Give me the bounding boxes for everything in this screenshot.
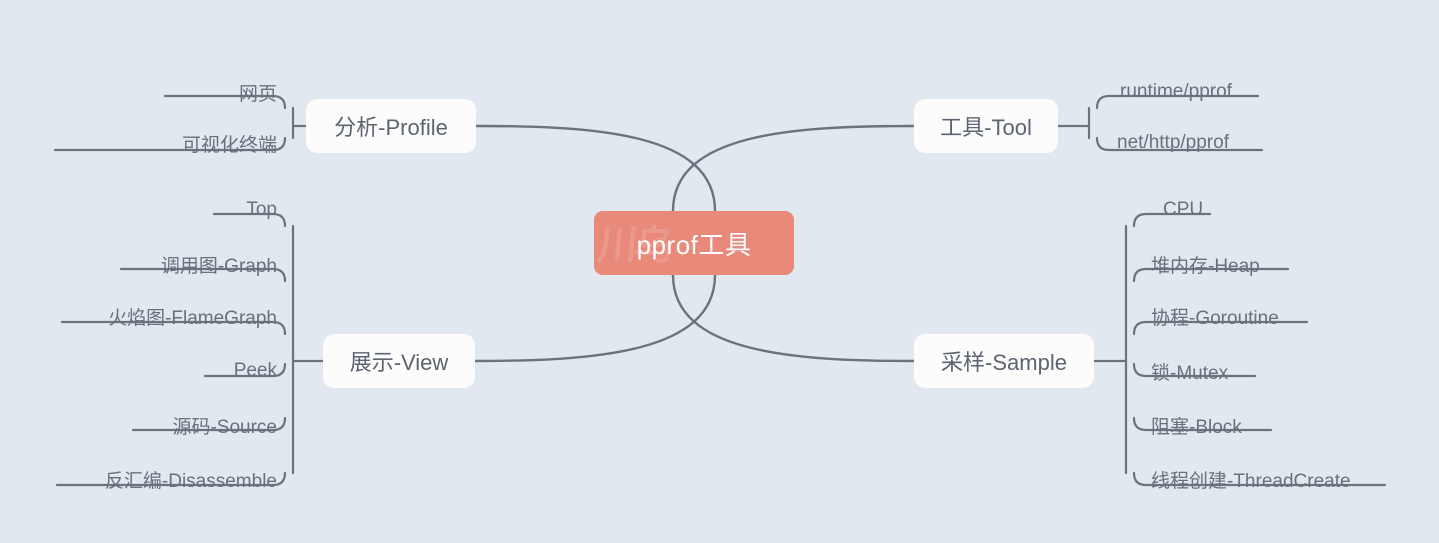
leaf-node[interactable]: CPU xyxy=(1163,193,1210,227)
leaf-node[interactable]: 调用图-Graph xyxy=(124,247,285,281)
leaf-node[interactable]: runtime/pprof xyxy=(1120,75,1258,109)
leaf-node-label: 阻塞-Block xyxy=(1151,416,1242,438)
leaf-node[interactable]: 协程-Goroutine xyxy=(1151,299,1307,333)
leaf-node[interactable]: 反汇编-Disassemble xyxy=(50,462,285,496)
leaf-node-label: Peek xyxy=(233,360,277,381)
leaf-node[interactable]: 堆内存-Heap xyxy=(1151,247,1288,281)
leaf-node[interactable]: 可视化终端 xyxy=(120,126,285,160)
leaf-node-label: 网页 xyxy=(238,83,277,105)
leaf-node-label: Top xyxy=(246,199,277,220)
branch-node-label: 工具-Tool xyxy=(940,115,1032,140)
leaf-node-label: 火焰图-FlameGraph xyxy=(108,307,277,329)
branch-node-label: 分析-Profile xyxy=(334,115,448,140)
leaf-node-label: CPU xyxy=(1163,199,1204,220)
leaf-node-label: 锁-Mutex xyxy=(1151,362,1229,384)
connector-root-to-profile xyxy=(474,124,717,213)
connector-root-to-view xyxy=(473,273,717,363)
leaf-node-label: runtime/pprof xyxy=(1120,81,1232,102)
root-node-pprof[interactable]: 川乌 pprof工具 xyxy=(594,211,794,275)
branch-node-label: 展示-View xyxy=(349,350,449,375)
leaf-node-label: 线程创建-ThreadCreate xyxy=(1151,470,1351,492)
leaf-node-label: 源码-Source xyxy=(172,416,277,438)
leaf-node[interactable]: 源码-Source xyxy=(124,408,285,442)
branch-node-label: 采样-Sample xyxy=(941,350,1067,375)
branch-node-view[interactable]: 展示-View xyxy=(323,334,475,388)
leaf-node[interactable]: 锁-Mutex xyxy=(1151,354,1255,388)
leaf-node[interactable]: 线程创建-ThreadCreate xyxy=(1151,462,1385,496)
leaf-node[interactable]: Top xyxy=(209,193,285,227)
leaf-node-label: 可视化终端 xyxy=(181,134,277,156)
leaf-node-label: net/http/pprof xyxy=(1117,132,1229,153)
leaf-node[interactable]: Peek xyxy=(201,354,285,388)
leaf-node-label: 协程-Goroutine xyxy=(1151,307,1279,329)
root-node-label: pprof工具 xyxy=(636,229,752,260)
leaf-node-label: 堆内存-Heap xyxy=(1151,255,1260,277)
leaf-node[interactable]: net/http/pprof xyxy=(1117,126,1262,160)
leaf-node-label: 调用图-Graph xyxy=(160,255,277,277)
leaf-node[interactable]: 阻塞-Block xyxy=(1151,408,1271,442)
leaf-node[interactable]: 网页 xyxy=(180,75,285,109)
branch-node-sample[interactable]: 采样-Sample xyxy=(914,334,1094,388)
leaf-node-label: 反汇编-Disassemble xyxy=(104,470,277,492)
connector-root-to-tool xyxy=(671,124,916,213)
branch-node-profile[interactable]: 分析-Profile xyxy=(306,99,476,153)
branch-node-tool[interactable]: 工具-Tool xyxy=(914,99,1058,153)
leaf-node[interactable]: 火焰图-FlameGraph xyxy=(56,299,285,333)
connector-root-to-sample xyxy=(671,273,916,363)
